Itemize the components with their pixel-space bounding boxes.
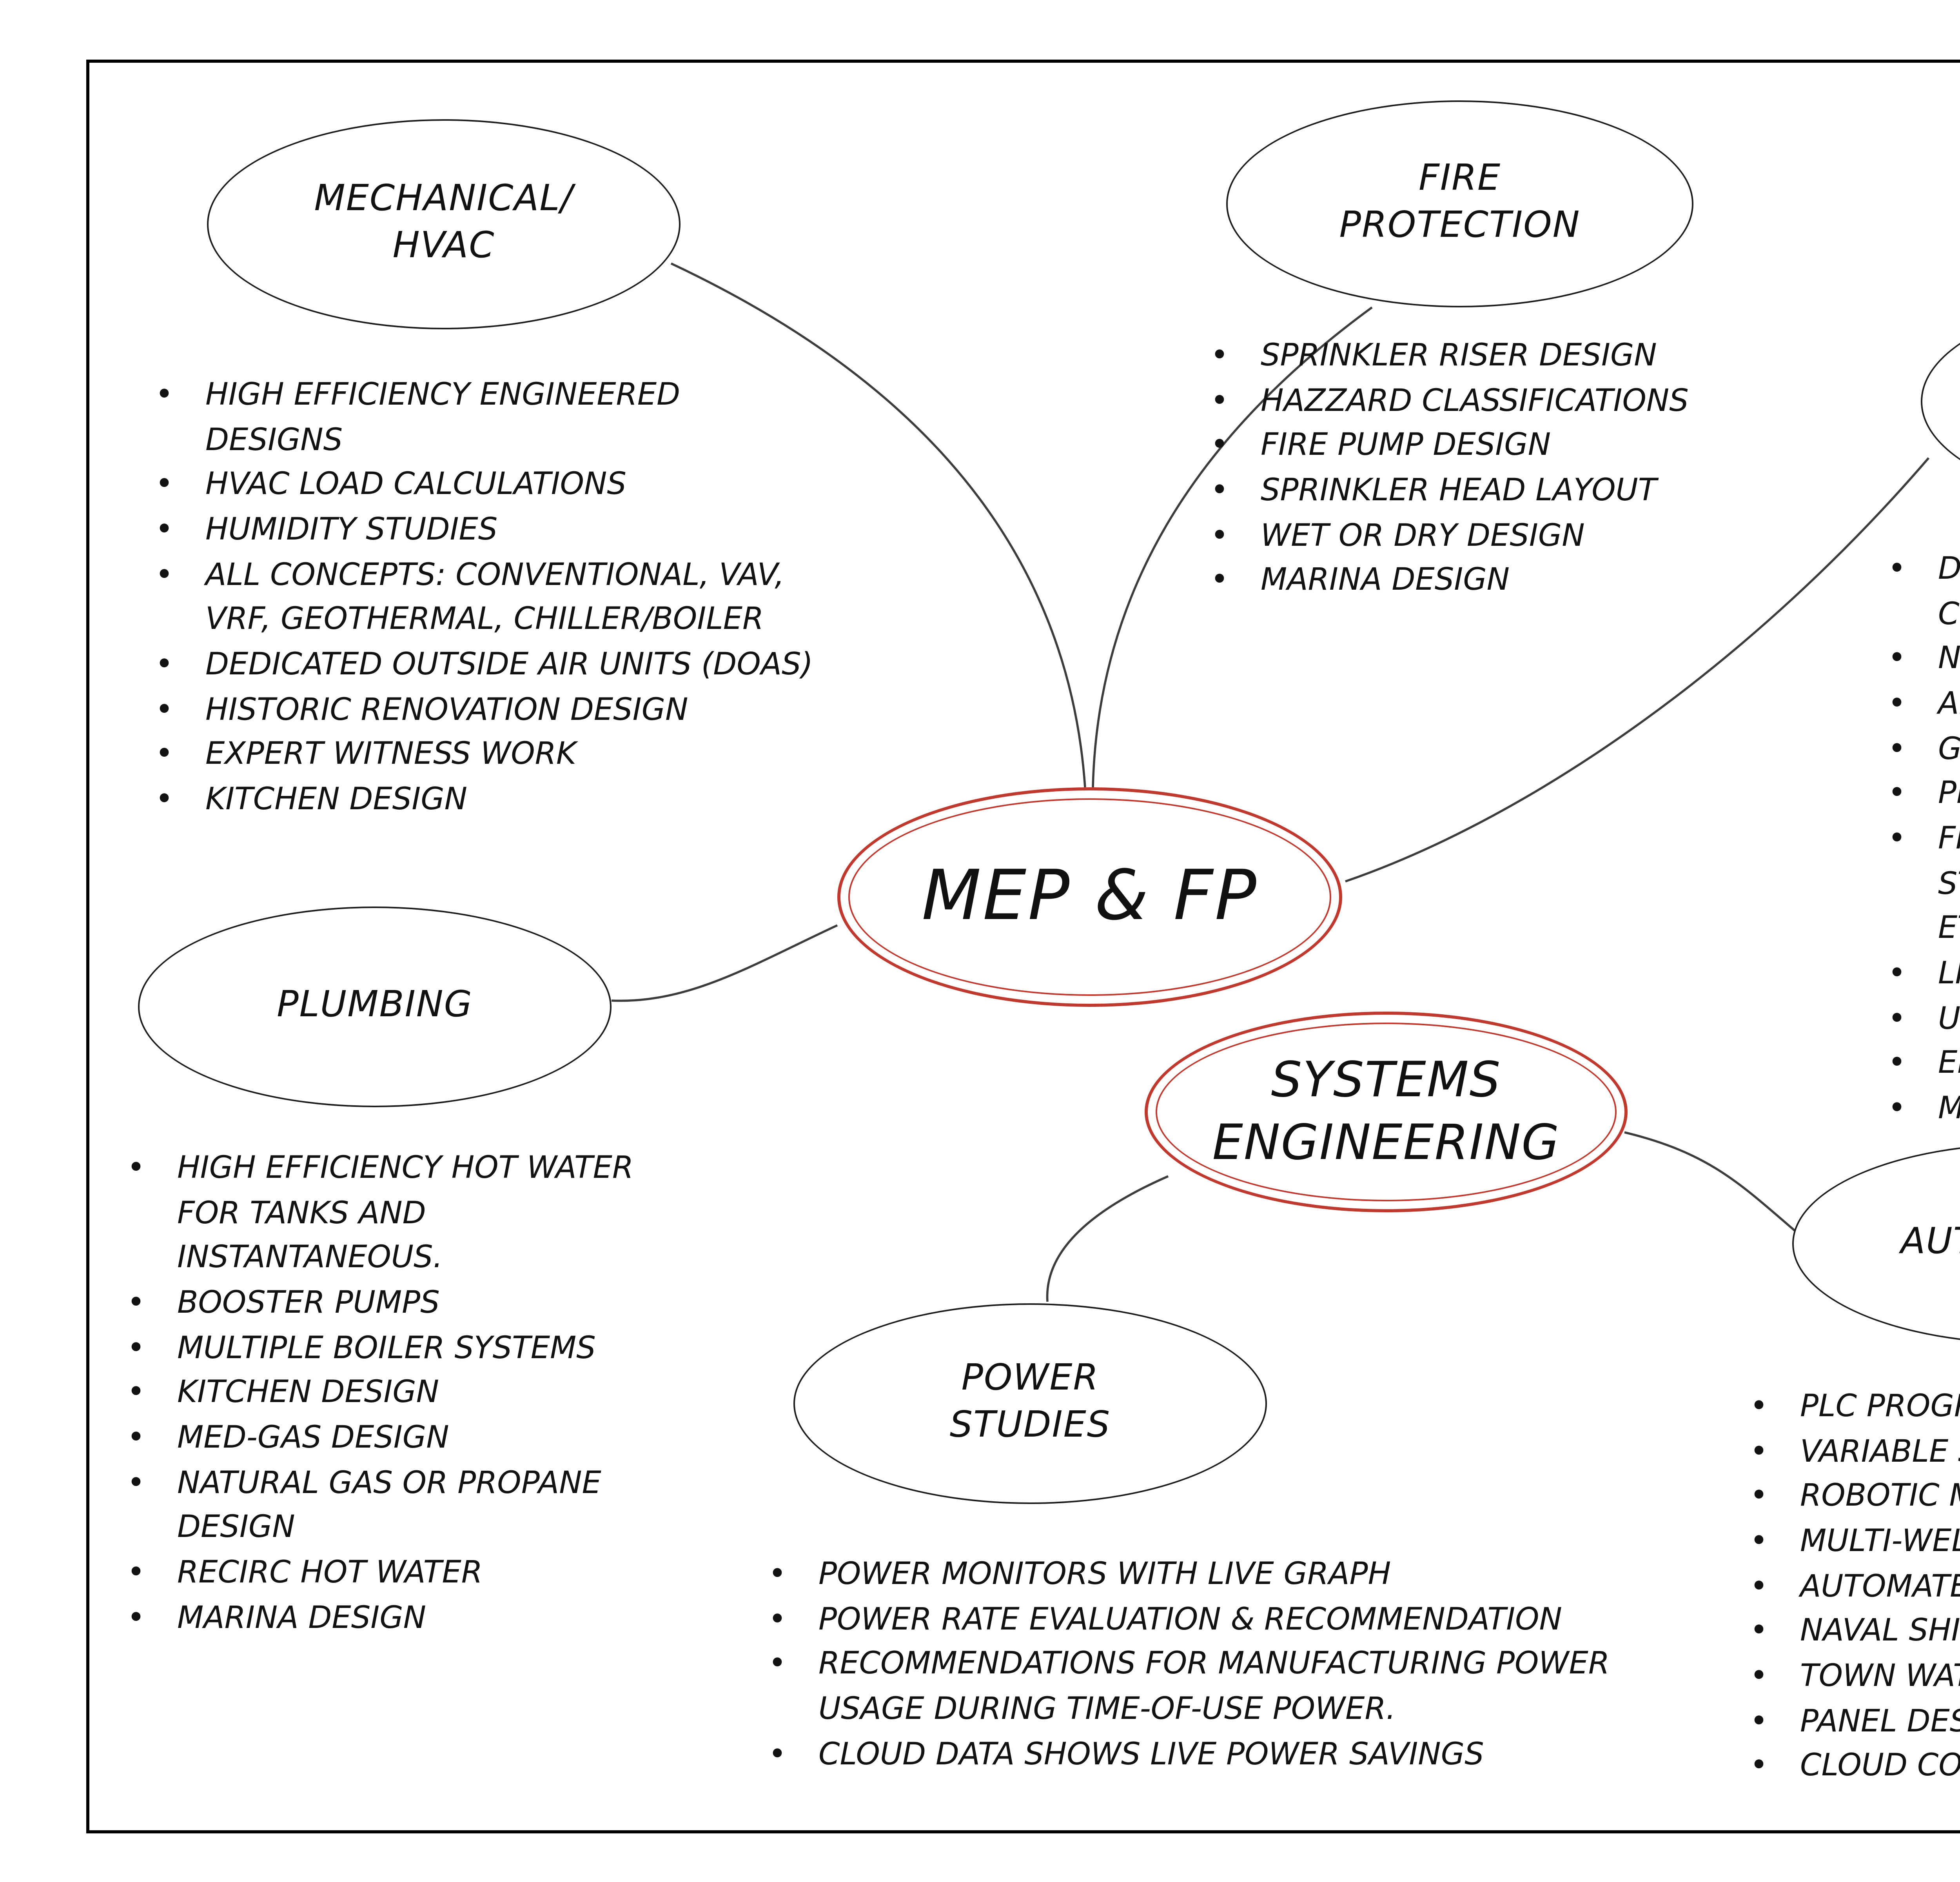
list-item: HIGH EFFICIENCY ENGINEERED DESIGNS [149,373,823,463]
list-item: HAZZARD CLASSIFICATIONS [1204,379,1800,424]
node-mechanical-hvac: MECHANICAL/ HVAC [207,119,681,329]
node-power-studies-label: POWER STUDIES [949,1358,1111,1446]
list-item: PANEL DESIGN [1744,1699,1960,1744]
list-item: MARINA DESIGN [1204,559,1800,604]
node-plumbing: PLUMBING [138,906,612,1107]
node-systems-engineering-label: SYSTEMS ENGINEERING [1212,1052,1560,1172]
node-systems-engineering-central: SYSTEMS ENGINEERING [1145,1012,1628,1212]
list-item: HVAC LOAD CALCULATIONS [149,463,823,508]
list-item: HIGH EFFICIENCY HOT WATER FOR TANKS AND … [121,1146,657,1281]
mechanical-hvac-list: HIGH EFFICIENCY ENGINEERED DESIGNSHVAC L… [149,373,823,823]
node-mep-fp-label: MEP & FP [922,857,1258,937]
node-fire-protection: FIRE PROTECTION [1226,100,1693,307]
list-item: HUMIDITY STUDIES [149,508,823,553]
list-item: FIRE SAFETY DESIGN FOR EXIT, STROBE, SMO… [1882,817,1960,952]
list-item: WET OR DRY DESIGN [1204,514,1800,559]
node-plumbing-label: PLUMBING [277,985,473,1026]
node-mep-fp-central: MEP & FP [837,787,1342,1007]
list-item: MARINA DESIGN [1882,1087,1960,1132]
node-power-studies: POWER STUDIES [793,1303,1267,1504]
list-item: RECIRC HOT WATER [121,1551,657,1596]
list-item: FIRE PUMP DESIGN [1204,424,1800,469]
list-item: RECOMMENDATIONS FOR MANUFACTURING POWER … [762,1642,1640,1732]
electrical-fire-alarm-list: DESIGN FOR ANY SIZE OR COMPLEXITYNEW POW… [1882,547,1960,1132]
list-item: ROBOTIC MANUFACTURING [1744,1475,1960,1520]
connector-systems-power [1046,1175,1169,1302]
list-item: UPGRADING POWER [1882,997,1960,1042]
list-item: MED-GAS DESIGN [121,1416,657,1461]
list-item: GENERATORS [1882,727,1960,772]
list-item: POWER RATE EVALUATION & RECOMMENDATION [762,1598,1640,1643]
list-item: DESIGN FOR ANY SIZE OR COMPLEXITY [1882,547,1960,637]
automation-list: PLC PROGRAMMING OF ANY TYPEVARIABLE SPEE… [1744,1385,1960,1789]
list-item: MULTIPLE BOILER SYSTEMS [121,1326,657,1372]
list-item: NATURAL GAS OR PROPANE DESIGN [121,1461,657,1551]
list-item: DEDICATED OUTSIDE AIR UNITS (DOAS) [149,643,823,688]
list-item: KITCHEN DESIGN [149,778,823,823]
list-item: CLOUD COMMUNICATION [1744,1744,1960,1789]
list-item: MULTI-WELL PUMP CONTROL [1744,1520,1960,1565]
list-item: KITCHEN DESIGN [121,1371,657,1416]
plumbing-list: HIGH EFFICIENCY HOT WATER FOR TANKS AND … [121,1146,657,1641]
list-item: TOWN WATER SUPPLY SYSTEM CONTROL [1744,1655,1960,1700]
node-mechanical-hvac-label: MECHANICAL/ HVAC [314,179,573,267]
list-item: PHOTOMETRICS [1882,772,1960,817]
list-item: AUTOMATED SEWER AND LIFT STATION [1744,1565,1960,1610]
list-item: ALL CONCEPTS: CONVENTIONAL, VAV, VRF, GE… [149,553,823,643]
list-item: NEW POWER COORDINATION [1882,637,1960,682]
connector-systems-automation [1624,1131,1796,1232]
fire-protection-list: SPRINKLER RISER DESIGNHAZZARD CLASSIFICA… [1204,334,1800,604]
list-item: MARINA DESIGN [121,1596,657,1641]
connector-plumbing-mep [611,924,838,1002]
list-item: CLOUD DATA SHOWS LIVE POWER SAVINGS [762,1733,1640,1778]
connector-electrical-mep [1345,457,1930,883]
connector-mechanical-mep [670,262,1086,788]
list-item: ELECTRIC CAR CHARGERS [1882,1042,1960,1087]
list-item: SPRINKLER HEAD LAYOUT [1204,469,1800,514]
list-item: NAVAL SHIP AUTOMATION [1744,1610,1960,1655]
power-studies-list: POWER MONITORS WITH LIVE GRAPHPOWER RATE… [762,1553,1640,1777]
node-fire-protection-label: FIRE PROTECTION [1339,158,1581,246]
node-automation-label: AUTOMATION [1900,1222,1960,1263]
list-item: HISTORIC RENOVATION DESIGN [149,688,823,733]
list-item: POWER MONITORS WITH LIVE GRAPH [762,1553,1640,1598]
list-item: PLC PROGRAMMING OF ANY TYPE [1744,1385,1960,1430]
list-item: SPRINKLER RISER DESIGN [1204,334,1800,379]
list-item: LIGHTING CONTROLS [1882,952,1960,997]
list-item: BOOSTER PUMPS [121,1281,657,1326]
list-item: ARC FLASH STUDIES [1882,682,1960,727]
list-item: EXPERT WITNESS WORK [149,733,823,778]
list-item: VARIABLE SPEED DRIVES [1744,1430,1960,1475]
